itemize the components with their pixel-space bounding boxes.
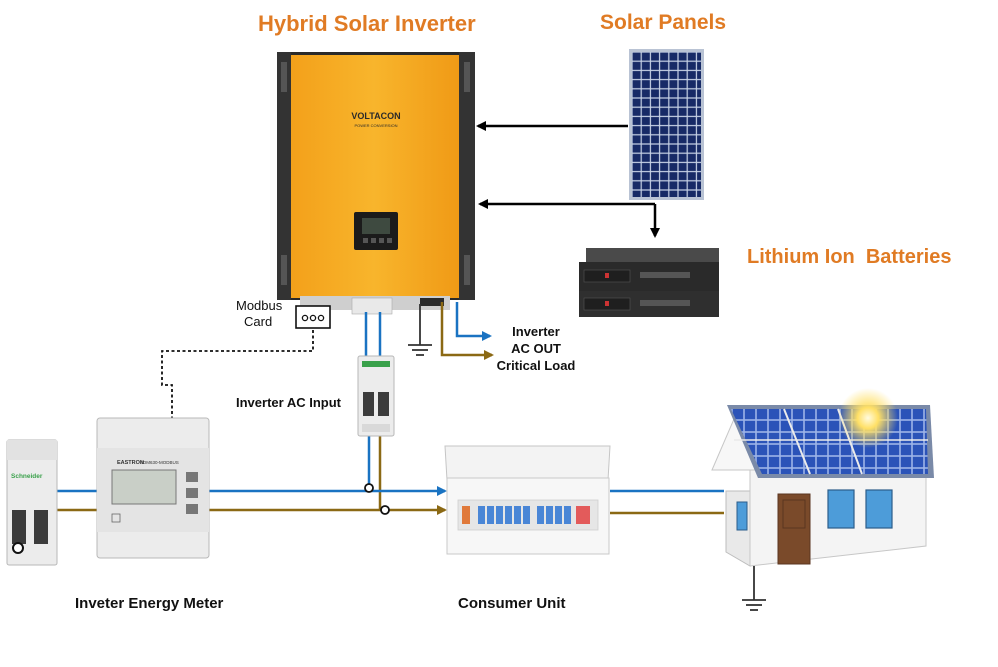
junction-neutral [380,505,390,515]
sun-icon [838,388,898,448]
window [865,489,893,529]
label-ac-out-inverter: Inverter [512,324,560,339]
label-energy-meter: Inveter Energy Meter [75,595,224,612]
inverter-input-breaker [357,355,395,437]
inverter-earth-icon [408,304,432,356]
inverter-tagline: POWER CONVERSION [354,123,397,128]
solar-panel [629,49,704,200]
meter-brand: EASTRON [117,460,144,466]
meter-model: SDM630-MODBUS [140,460,179,465]
energy-meter: EASTRON SDM630-MODBUS [96,417,210,559]
title-lithium-batteries: Lithium Ion Batteries [747,246,952,268]
inverter-brand: VOLTACON [351,111,400,121]
breaker-brand: Schneider [11,473,43,480]
house [711,388,934,567]
title-hybrid-inverter: Hybrid Solar Inverter [258,11,476,36]
junction-live [364,483,374,493]
ac-out-wires [440,302,494,360]
lithium-batteries [579,248,719,317]
hybrid-inverter: VOLTACON POWER CONVERSION [277,52,475,315]
label-inverter-ac-input: Inverter AC Input [236,395,341,410]
house-earth-icon [742,566,766,611]
window [827,489,855,529]
label-consumer-unit: Consumer Unit [458,595,566,612]
label-ac-out: AC OUT [511,341,561,356]
label-critical-load: Critical Load [496,358,576,373]
modbus-card [295,305,331,329]
label-modbus: Modbus [236,298,283,313]
label-card: Card [244,314,273,329]
consumer-unit [444,445,611,555]
modbus-dashed-link [161,330,314,418]
main-breaker: Schneider [6,439,58,566]
title-solar-panels: Solar Panels [600,11,727,34]
dc-arrows [476,121,660,238]
